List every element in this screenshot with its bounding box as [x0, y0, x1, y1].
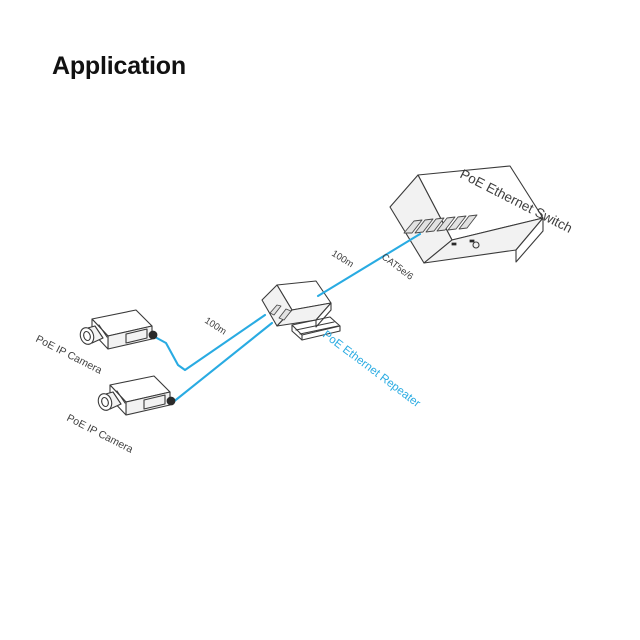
repeater-right-face — [315, 302, 332, 328]
cable-camera2-to-repeater — [170, 321, 274, 405]
repeater-bracket — [291, 316, 341, 341]
page-title: Application — [52, 52, 186, 80]
switch-port-6 — [458, 214, 478, 230]
poe-ip-camera-1: PoE IP Camera — [34, 309, 158, 377]
switch-port-4 — [436, 216, 456, 232]
camera2-barrel-ring-2 — [116, 390, 126, 404]
repeater-bracket-edge — [295, 321, 335, 331]
camera1-barrel-ring-2 — [98, 324, 108, 338]
cable-label-cat5e6: CAT5e/6 — [379, 252, 415, 283]
camera2-barrel-ring-1 — [112, 391, 122, 405]
cable-group — [153, 232, 422, 405]
cable-label-upper-distance: 100m — [329, 248, 355, 270]
repeater-label: PoE Ethernet Repeater — [320, 329, 422, 410]
camera1-side-panel — [125, 328, 148, 344]
repeater-port-1 — [269, 304, 282, 316]
switch-right-face — [515, 217, 544, 263]
repeater-port-group — [269, 304, 292, 321]
camera2-lens-iris — [101, 396, 109, 408]
switch-indicator-1 — [451, 242, 457, 246]
camera2-connector — [166, 396, 176, 406]
camera2-lens-front — [97, 393, 113, 411]
camera1-lens-front — [79, 327, 95, 345]
switch-indicator-2 — [469, 239, 475, 243]
switch-indicator-3 — [472, 241, 480, 249]
poe-ethernet-repeater: PoE Ethernet Repeater — [261, 280, 423, 410]
switch-port-5 — [447, 215, 467, 231]
repeater-bracket-tab-right — [301, 325, 341, 341]
poe-ip-camera-2: PoE IP Camera — [65, 375, 176, 456]
camera1-connector — [148, 330, 158, 340]
repeater-bracket-tab-left — [291, 324, 303, 341]
camera1-lens-iris — [83, 330, 91, 342]
switch-indicator-group — [451, 239, 480, 249]
cable-repeater-to-switch — [316, 232, 422, 298]
switch-port-group — [403, 214, 478, 234]
switch-port-2 — [414, 218, 434, 234]
poe-ethernet-switch: PoE Ethernet Switch — [389, 165, 575, 264]
camera1-barrel-ring-1 — [94, 325, 104, 339]
cable-camera1-to-repeater — [153, 313, 267, 372]
repeater-bracket-edge2 — [299, 325, 339, 335]
camera2-label: PoE IP Camera — [65, 412, 135, 456]
cable-label-lower-distance: 100m — [202, 315, 228, 337]
camera2-side-panel — [143, 394, 166, 410]
switch-port-3 — [425, 217, 445, 233]
repeater-port-2 — [278, 308, 292, 321]
switch-port-1 — [403, 219, 423, 234]
